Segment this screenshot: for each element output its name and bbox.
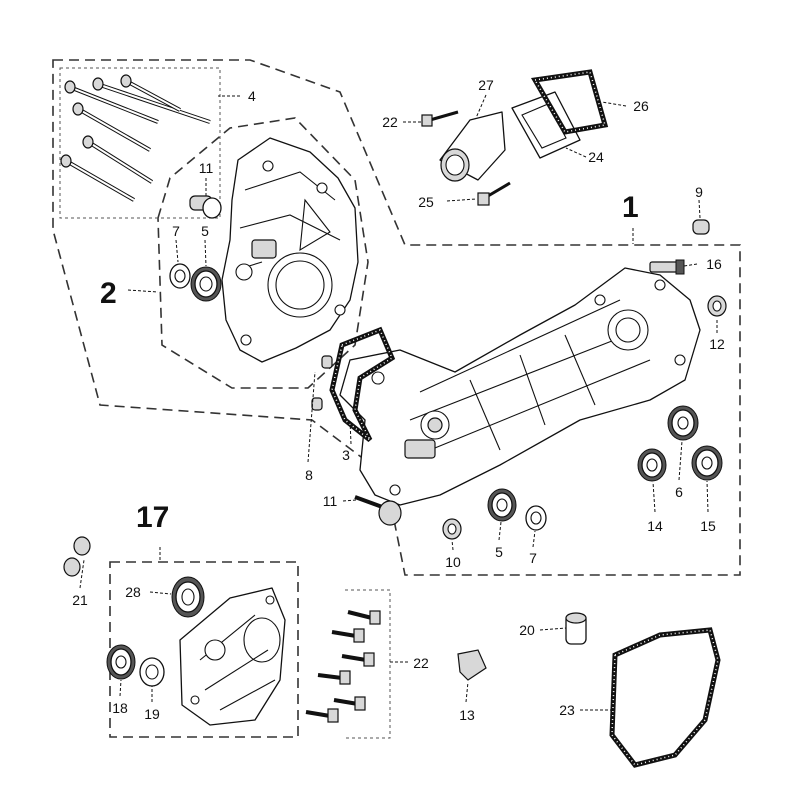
callout-21: 21: [72, 592, 88, 608]
transmission-cover-17: [179, 587, 286, 726]
callout-8: 8: [305, 467, 313, 483]
sensor-16: [649, 259, 685, 275]
right-crankcase-main: [339, 267, 701, 506]
bushes-21: [63, 536, 91, 577]
callout-6: 6: [675, 484, 683, 500]
callout-7-lower: 7: [529, 550, 537, 566]
callout-22-screws: 22: [413, 655, 429, 671]
stud-11-lower: [354, 495, 402, 526]
group-labels: 1 2 17: [100, 191, 639, 534]
callout-3: 3: [342, 447, 350, 463]
bearing-14: [637, 448, 667, 482]
callout-14: 14: [647, 518, 663, 534]
callout-26: 26: [633, 98, 649, 114]
callout-25: 25: [418, 194, 434, 210]
dowel-pins-8: [311, 355, 333, 411]
callout-20: 20: [519, 622, 535, 638]
leader-lines: [79, 94, 718, 711]
oil-seal-19: [139, 657, 165, 687]
callout-12: 12: [709, 336, 725, 352]
bearing-6: [667, 405, 699, 441]
stud-11-upper: [189, 195, 222, 219]
cap-20: [565, 612, 587, 645]
intake-gasket-26: [530, 69, 609, 135]
intake-manifold-27: [439, 111, 506, 182]
callout-16: 16: [706, 256, 722, 272]
group-2-inner-boundary: [157, 117, 369, 389]
callout-5-lower: 5: [495, 544, 503, 560]
callout-22-intake: 22: [382, 114, 398, 130]
bolt-25-intake: [477, 181, 511, 206]
bearing-15: [691, 445, 723, 481]
bush-10: [442, 518, 462, 540]
callout-24: 24: [588, 149, 604, 165]
bolt-22-intake: [421, 110, 459, 127]
callout-28: 28: [125, 584, 141, 600]
group-17-boundary: [109, 561, 299, 738]
bearing-5-lower: [487, 488, 517, 522]
callout-13: 13: [459, 707, 475, 723]
callout-9: 9: [695, 184, 703, 200]
bush-12: [707, 295, 727, 317]
callout-19: 19: [144, 706, 160, 722]
screw-set-22: [305, 610, 381, 723]
bolt-set-boundary: [59, 67, 221, 219]
oil-seal-7-lower: [525, 505, 547, 531]
reed-valve-24: [511, 91, 581, 159]
oil-seal-7-upper: [169, 263, 191, 289]
callout-11-lower: 11: [323, 493, 338, 509]
callout-11-upper: 11: [199, 160, 214, 176]
callout-7-upper: 7: [172, 223, 180, 239]
group-2-label: 2: [100, 277, 117, 310]
crankcase-gasket-3: [329, 326, 396, 442]
callout-labels: 3 4 5 5 6 7 7 8 9 10 11 11 12 13 14 15 1…: [72, 77, 725, 723]
plug-9: [692, 219, 710, 235]
callout-5-upper: 5: [201, 223, 209, 239]
callout-27: 27: [478, 77, 494, 93]
callout-15: 15: [700, 518, 716, 534]
group-1-label: 1: [622, 191, 639, 224]
left-crankcase-half: [221, 137, 359, 363]
bearing-28: [171, 576, 205, 618]
long-bolt-set: [60, 74, 211, 202]
callout-10: 10: [445, 554, 461, 570]
callout-18: 18: [112, 700, 128, 716]
clip-13: [457, 649, 487, 681]
bearing-5-upper: [190, 266, 222, 302]
bearing-18: [106, 644, 136, 680]
group-2-boundary: [52, 59, 741, 576]
callout-4: 4: [248, 88, 256, 104]
cover-gasket-23: [609, 627, 721, 768]
callout-23: 23: [559, 702, 575, 718]
group-17-label: 17: [136, 501, 169, 534]
